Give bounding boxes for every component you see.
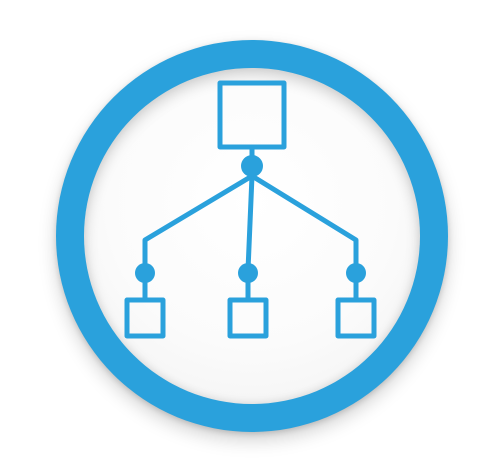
left-branch — [142, 173, 255, 273]
left-junction-dot — [135, 263, 155, 283]
middle-child-box — [227, 297, 269, 339]
right-junction-dot — [346, 263, 366, 283]
root-node-box — [217, 80, 287, 150]
left-child-box — [124, 297, 166, 339]
hub-node-dot — [241, 155, 263, 177]
right-child-box — [335, 297, 377, 339]
middle-junction-dot — [238, 263, 258, 283]
middle-branch — [245, 173, 255, 273]
right-branch — [249, 173, 359, 273]
